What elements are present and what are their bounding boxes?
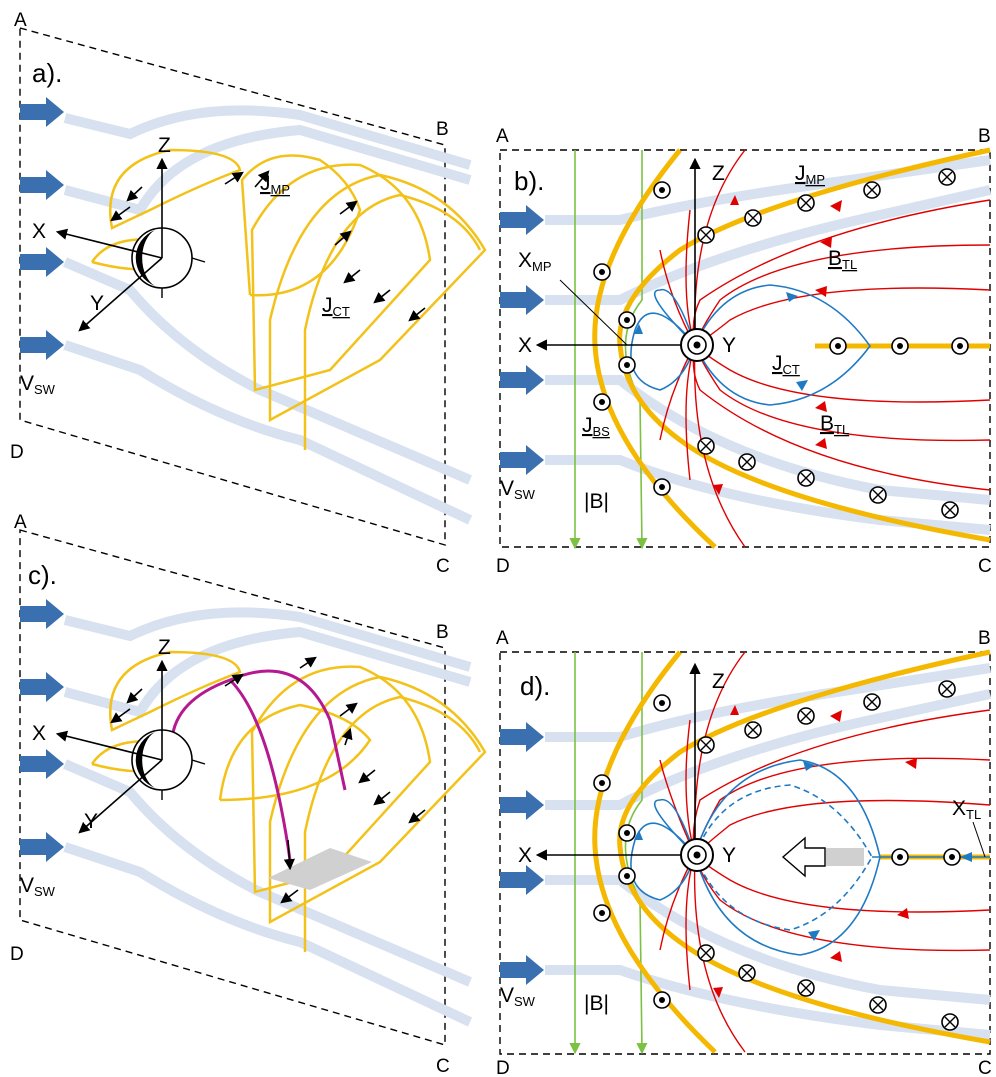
corner-a: A [496,628,509,649]
label-b-tl-upper: BTL [828,247,857,272]
current-arrows [110,170,426,322]
y-axis-marker [680,328,714,362]
axis-y-label: Y [722,844,736,867]
corner-a: A [14,10,27,31]
axis-x-label: X [518,844,532,867]
tail-field-lines [659,651,991,1053]
current-loops [90,650,487,952]
panel-a: Z X Y a). A B C D JMP JCT VSW [10,10,487,577]
panel-c-label: c). [28,560,57,590]
axis-y-label: Y [722,334,736,357]
label-j-ct: JCT [322,294,350,319]
label-j-mp: JMP [260,172,290,197]
current-out-markers [593,181,969,496]
panel-d: Z X Y d). A B C D XTL VSW |B| [496,628,992,1077]
corner-d: D [10,442,24,463]
panel-d-label: d). [520,671,550,701]
corner-d: D [496,1058,510,1077]
reconnection-patch [826,848,864,866]
corner-d: D [496,556,510,577]
earthward-flow-arrow [781,836,826,878]
label-b-magnitude: |B| [584,992,609,1015]
axis-z-label: Z [712,670,725,693]
corner-a: A [14,512,27,533]
label-b-magnitude: |B| [584,490,609,513]
label-j-ct: JCT [772,352,800,377]
reconnection-patch [268,848,372,890]
axis-z-label: Z [712,162,725,185]
axis-z-label: Z [158,134,171,157]
panel-b-label: b). [514,166,544,196]
label-x-tl: XTL [952,797,981,822]
axes-2d [535,157,701,351]
axis-x-label: X [518,334,532,357]
red-arrows [713,195,842,495]
blue-arrows [634,292,808,391]
label-v-sw: VSW [500,477,536,502]
corner-b: B [436,622,449,643]
corner-b: B [436,119,449,140]
blue-arrows [634,761,972,941]
label-v-sw: VSW [20,874,56,899]
label-x-mp: XMP [518,249,552,274]
label-v-sw: VSW [500,984,536,1009]
panel-a-label: a). [32,58,62,88]
substorm-current-wedge [170,669,347,861]
corner-c: C [436,556,450,577]
corner-c: C [978,556,992,577]
axis-y-label: Y [84,810,98,833]
corner-d: D [10,944,24,965]
label-j-mp: JMP [795,162,825,187]
corner-b: B [978,126,991,147]
current-arrows [110,656,426,904]
corner-c: C [436,1056,450,1077]
flow-lines [63,105,473,525]
corner-b: B [978,628,991,649]
label-v-sw: VSW [20,372,56,397]
label-j-bs: JBS [582,414,610,439]
earth [131,227,206,298]
earth [131,729,206,800]
panel-c: Z X Y c). A B C D VSW [10,512,487,1077]
axes-3d [55,659,168,834]
label-b-tl-lower: BTL [820,412,849,437]
flow-lines [545,663,992,1040]
corner-a: A [496,126,509,147]
panel-b: Z X Y b). A B C D JMP BTL BTL JCT XMP JB… [496,126,992,577]
axis-x-label: X [32,722,46,745]
axis-z-label: Z [158,636,171,659]
axes-2d [535,662,701,861]
axis-y-label: Y [90,292,104,315]
red-arrows [713,705,917,998]
corner-c: C [978,1058,992,1077]
y-axis-marker [680,838,714,872]
axis-x-label: X [32,220,46,243]
axes-3d [55,157,168,332]
flow-lines [63,607,473,1027]
